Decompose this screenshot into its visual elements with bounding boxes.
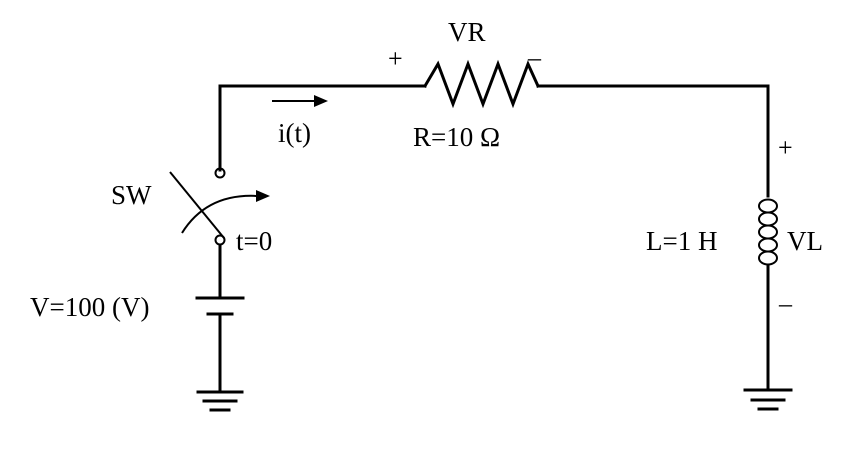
switch-label: SW bbox=[111, 180, 152, 210]
vr-minus-sign: – bbox=[527, 43, 542, 72]
switch-arrow-head bbox=[256, 190, 270, 202]
vr-plus-sign: + bbox=[388, 44, 403, 73]
resistance-label: R=10 Ω bbox=[413, 122, 500, 152]
vl-minus-sign: – bbox=[778, 289, 793, 318]
source-voltage-label: V=100 (V) bbox=[30, 292, 149, 322]
current-label: i(t) bbox=[278, 118, 311, 148]
right-ground-icon bbox=[743, 388, 793, 411]
current-arrow-head bbox=[314, 95, 328, 107]
switch-time-label: t=0 bbox=[236, 226, 272, 256]
vl-label: VL bbox=[787, 226, 823, 256]
top-left-wire bbox=[218, 84, 427, 172]
switch-arc bbox=[181, 194, 259, 234]
left-ground-icon bbox=[196, 390, 244, 412]
vl-plus-sign: + bbox=[778, 133, 793, 162]
top-right-wire bbox=[536, 84, 770, 198]
vr-label: VR bbox=[448, 17, 486, 47]
switch-top-terminal bbox=[214, 167, 226, 179]
switch-blade bbox=[169, 171, 225, 239]
resistor-symbol bbox=[422, 59, 540, 109]
inductor-symbol bbox=[758, 198, 778, 266]
inductance-label: L=1 H bbox=[646, 226, 717, 256]
